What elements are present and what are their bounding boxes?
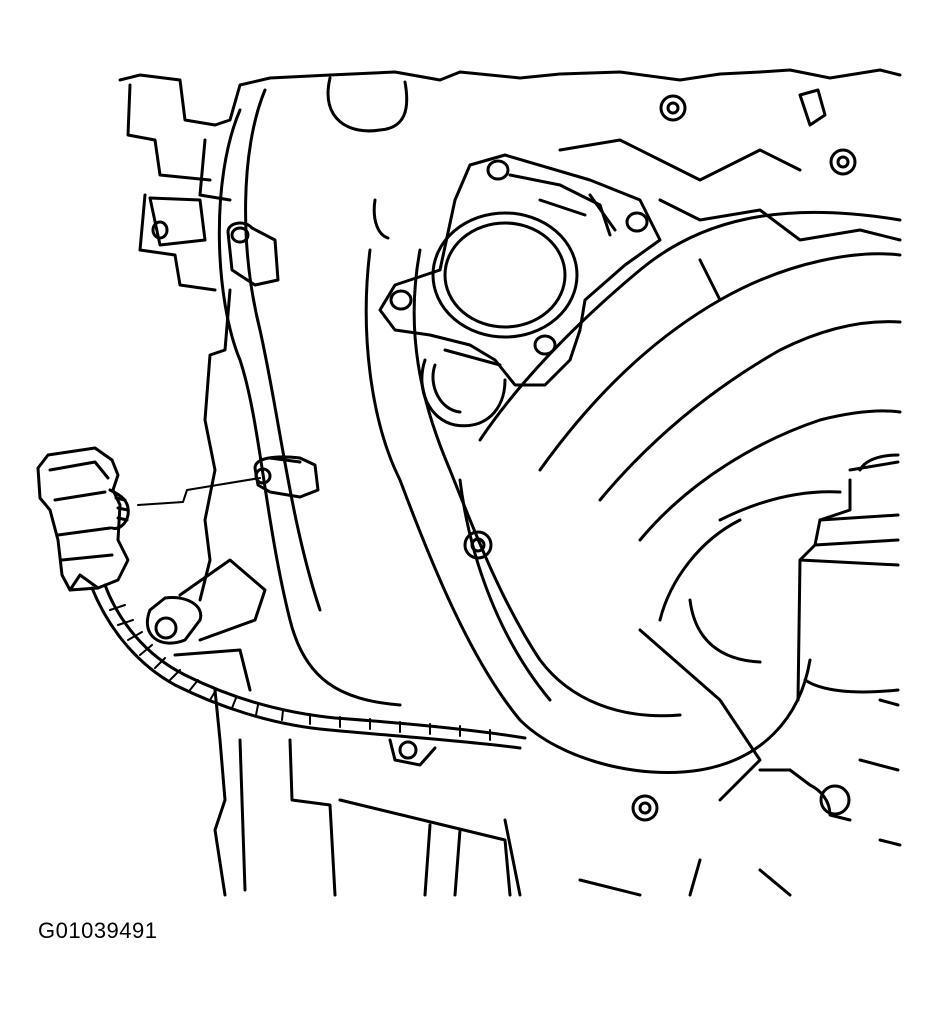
sensor-boss xyxy=(255,457,318,497)
engine-block-outline xyxy=(120,70,900,895)
leader-line xyxy=(138,478,260,505)
bolt xyxy=(400,90,855,820)
front-cover xyxy=(147,78,406,705)
figure-id-label: G01039491 xyxy=(38,918,158,943)
electrical-connector xyxy=(38,448,128,590)
throttle-body xyxy=(374,155,660,426)
wiring-harness xyxy=(92,585,525,765)
oil-filter-housing xyxy=(760,455,898,820)
intake-manifold xyxy=(366,140,900,800)
